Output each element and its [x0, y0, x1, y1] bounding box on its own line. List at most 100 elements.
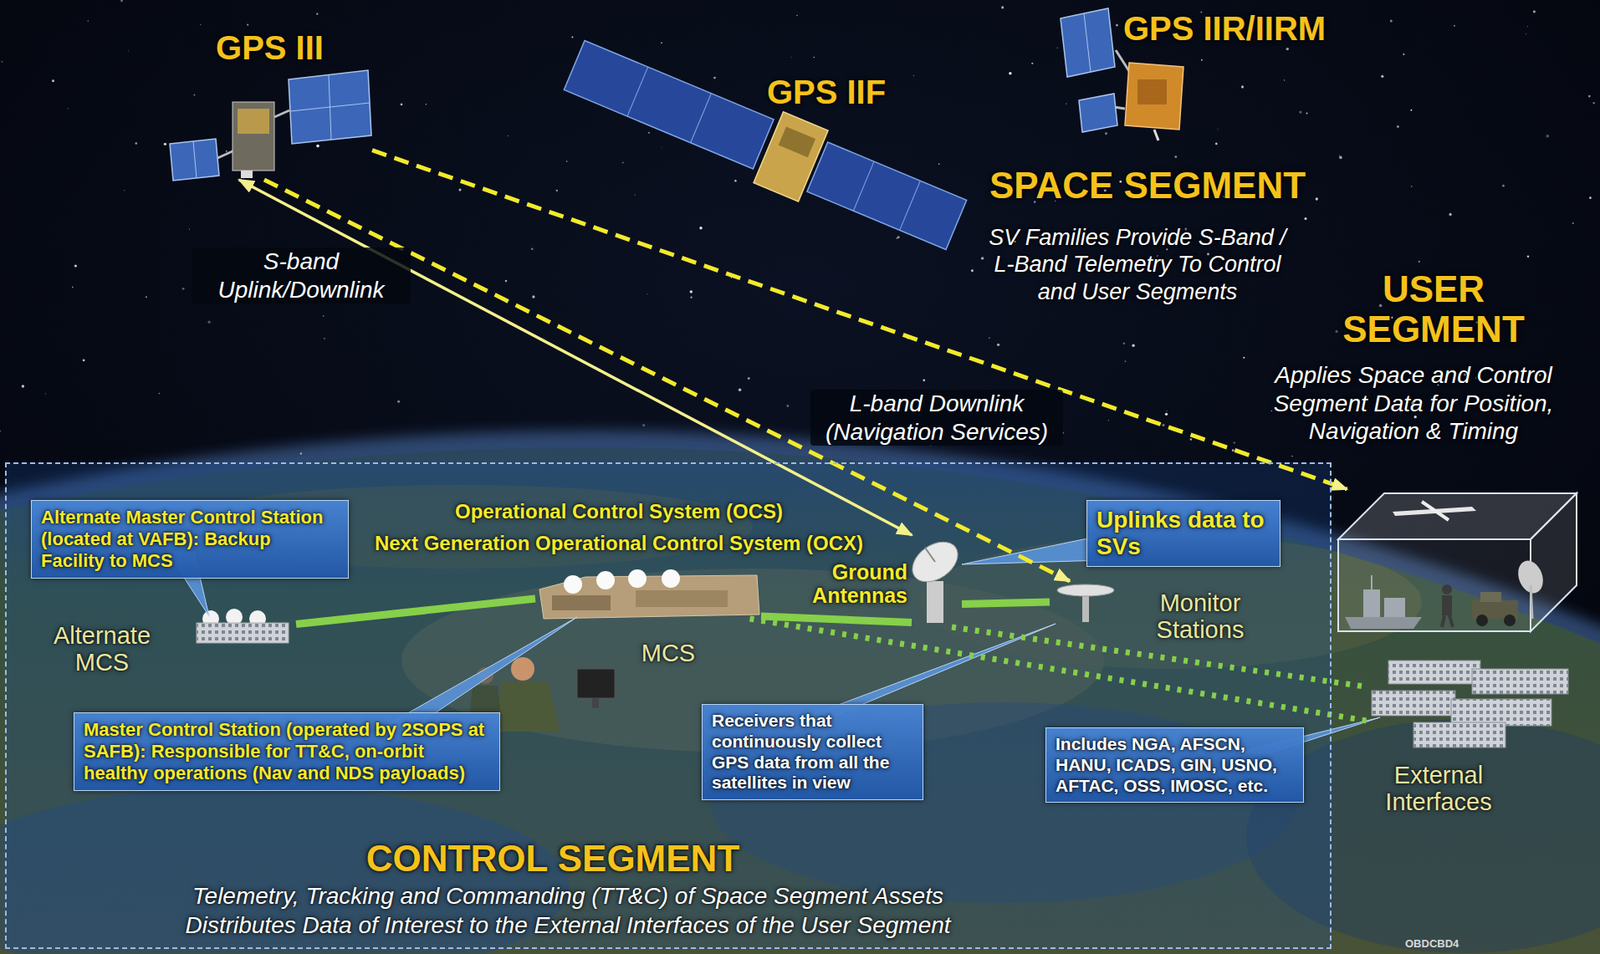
star [1008, 71, 1012, 75]
system-name: Next Generation Operational Control Syst… [301, 531, 937, 556]
satellite-node: GPS III [167, 71, 373, 180]
gps-iii-satellite [169, 70, 372, 181]
star [1502, 184, 1505, 188]
link-label: S-band Uplink/Downlink [191, 247, 411, 304]
star [1527, 25, 1529, 27]
star [699, 226, 702, 230]
star [1286, 47, 1289, 51]
star [1123, 342, 1126, 346]
facility-label: MCS [626, 639, 711, 667]
star [747, 377, 751, 380]
star [1242, 357, 1245, 359]
gps-iif-satellite [559, 30, 972, 261]
user-segment-illustration [1441, 615, 1445, 628]
callout-box: Includes NGA, AFSCN, HANU, ICADS, GIN, U… [1045, 727, 1304, 803]
star [1303, 217, 1307, 220]
star [1056, 46, 1058, 48]
star [646, 293, 648, 295]
star [1453, 25, 1456, 27]
gps-iii-satellite [240, 170, 253, 179]
gps-iii-satellite [274, 110, 290, 118]
star [738, 388, 742, 392]
gps-iif-satellite [853, 161, 875, 211]
gps-iir-satellite [1137, 79, 1167, 105]
star [1306, 112, 1309, 115]
star [1589, 196, 1592, 200]
star [690, 290, 693, 293]
star [246, 24, 249, 26]
gps-iir-satellite [1083, 13, 1091, 72]
star [1390, 19, 1393, 22]
star [790, 56, 792, 58]
segment-description: Distributes Data of Interest to the Exte… [24, 911, 1112, 941]
callout-box: Master Control Station (operated by 2SOP… [73, 712, 501, 792]
user-segment-illustration [1441, 584, 1452, 595]
star [988, 337, 990, 338]
star [400, 103, 404, 107]
star [459, 189, 462, 192]
gps-iii-satellite [169, 138, 220, 181]
ground-link [761, 616, 912, 624]
star [1174, 155, 1177, 159]
star [660, 147, 662, 149]
segment-description: Telemetry, Tracking and Commanding (TT&C… [24, 882, 1112, 911]
star [1165, 413, 1168, 416]
star [1379, 304, 1383, 308]
star [812, 56, 815, 59]
star [1533, 10, 1536, 14]
callout-box: Uplinks data to SVs [1086, 500, 1281, 568]
star [127, 50, 129, 52]
star [531, 247, 534, 251]
external-buildings [1388, 660, 1481, 685]
star [566, 160, 568, 163]
callout-box: Receivers that continuously collect GPS … [701, 704, 924, 801]
star [71, 286, 74, 289]
user-segment-illustration [1363, 589, 1381, 618]
star [1410, 109, 1412, 112]
star [1380, 75, 1384, 78]
callout-text: Alternate Master Control Station (locate… [40, 506, 339, 573]
callout-text: Includes NGA, AFSCN, HANU, ICADS, GIN, U… [1055, 734, 1294, 797]
alternate-mcs-building [196, 608, 289, 644]
mcs-complex [661, 569, 680, 588]
gps-iif-satellite [563, 40, 774, 169]
facility-node: MCS [535, 568, 762, 619]
gps-iir-satellite [1078, 93, 1118, 133]
monitor-antenna [1057, 584, 1115, 597]
star [120, 0, 123, 2]
mcs-complex [628, 569, 647, 588]
star [21, 384, 25, 388]
star [1298, 110, 1302, 113]
star [1241, 85, 1244, 88]
star [1291, 455, 1293, 457]
satellite-name: GPS IIR/IIRM [1107, 10, 1342, 47]
star [1124, 360, 1127, 363]
star [1215, 143, 1218, 146]
callout-box: Alternate Master Control Station (locate… [30, 500, 349, 579]
gps-iii-satellite [215, 150, 235, 159]
star [1201, 59, 1203, 62]
star [397, 400, 400, 404]
system-name: Operational Control System (OCS) [301, 500, 937, 524]
user-segment-illustration [1370, 575, 1373, 590]
user-segment-illustration [1344, 617, 1422, 629]
star [642, 424, 645, 427]
star [1065, 102, 1068, 105]
external-buildings [1413, 722, 1506, 748]
star [1448, 213, 1452, 216]
gps-iii-satellite [288, 70, 372, 144]
star [1588, 95, 1591, 98]
star [123, 189, 125, 191]
star [0, 61, 3, 63]
gps-iii-satellite [193, 141, 197, 179]
star [207, 321, 210, 324]
star [135, 142, 139, 145]
mcs-complex [539, 569, 760, 619]
star [199, 24, 201, 26]
ground-antenna [925, 547, 936, 563]
star [189, 229, 190, 231]
segment-description: Applies Space and Control Segment Data f… [1246, 361, 1581, 446]
star [971, 269, 974, 272]
callout-text: Uplinks data to SVs [1096, 506, 1271, 561]
star [1396, 125, 1400, 128]
